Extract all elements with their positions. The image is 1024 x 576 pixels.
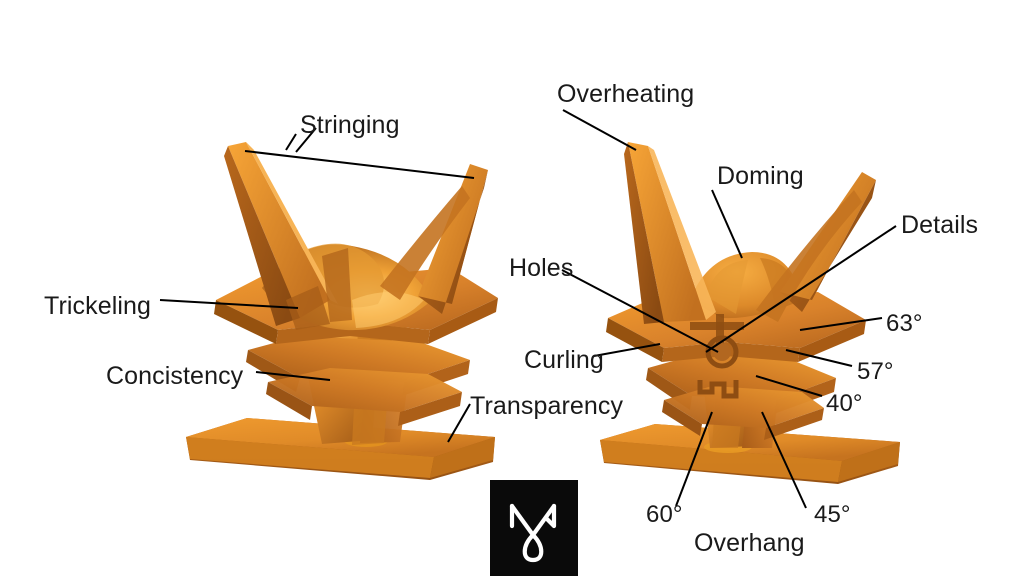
- right-wing-right: [756, 172, 876, 322]
- label-angle-57: 57°: [857, 358, 894, 385]
- right-wing-left: [624, 142, 716, 324]
- label-concistency: Concistency: [106, 362, 244, 390]
- label-angle-63: 63°: [886, 310, 923, 337]
- left-leader-lines: [159, 127, 475, 443]
- label-curling: Curling: [524, 346, 604, 374]
- label-trickeling: Trickeling: [44, 292, 152, 320]
- right-overhang-skirts: [646, 354, 836, 440]
- label-overhang: Overhang: [694, 529, 805, 557]
- left-wing-left: [224, 142, 338, 326]
- label-overheating: Overheating: [557, 80, 695, 108]
- label-angle-45: 45°: [814, 501, 851, 528]
- brand-logo: [490, 480, 578, 576]
- label-angle-60: 60°: [646, 501, 683, 528]
- label-angle-40: 40°: [826, 390, 863, 417]
- label-holes: Holes: [509, 254, 574, 282]
- left-inner-fins: [286, 248, 352, 330]
- right-leader-lines: [561, 109, 897, 509]
- label-doming: Doming: [717, 162, 804, 190]
- label-details: Details: [901, 211, 979, 239]
- left-overhang-skirts: [246, 336, 470, 426]
- left-model-geometry: [159, 127, 498, 480]
- right-model-geometry: [561, 109, 900, 509]
- left-wing-right: [380, 164, 488, 314]
- right-detail-features: [690, 314, 744, 399]
- label-transparency: Transparency: [470, 392, 624, 420]
- monogram-icon: [509, 503, 557, 563]
- label-stringing: Stringing: [300, 111, 400, 139]
